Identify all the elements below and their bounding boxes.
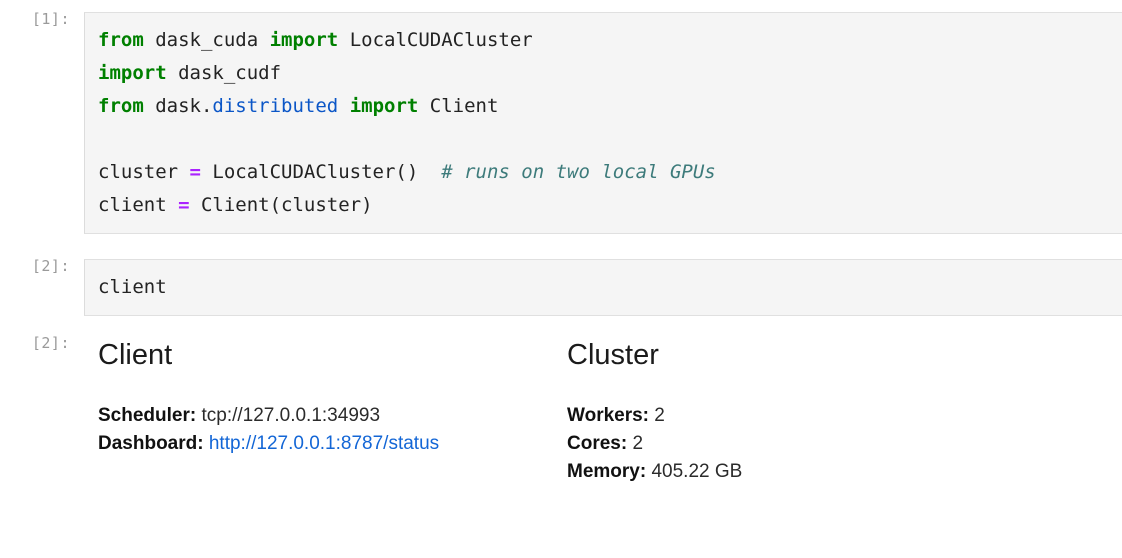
cluster-cores-value: 2 (632, 432, 644, 454)
client-row-scheduler: Scheduler: tcp://127.0.0.1:34993 (98, 402, 562, 430)
input-prompt-2: [2]: (31, 257, 70, 275)
cluster-row-memory: Memory: 405.22 GB (567, 458, 1122, 486)
variable-client: client (98, 194, 179, 216)
client-scheduler-label: Scheduler: (98, 404, 197, 426)
cluster-column: Cluster Workers: 2 Cores: 2 Memory: 405.… (562, 339, 1122, 486)
cell-spacer-1 (0, 234, 1122, 259)
cluster-memory-value: 405.22 GB (651, 460, 743, 482)
output-cell: [2]: Client Scheduler: tcp://127.0.0.1:3… (0, 336, 1122, 486)
keyword-import-2: import (98, 62, 167, 84)
code-comment: # runs on two local GPUs (441, 161, 716, 183)
client-heading: Client (98, 339, 173, 371)
cluster-heading: Cluster (567, 339, 659, 371)
top-spacer (0, 0, 1122, 12)
cluster-row-workers: Workers: 2 (567, 402, 1122, 430)
cluster-workers-value: 2 (654, 404, 665, 426)
call-localcudacluster: LocalCUDACluster() (200, 161, 442, 183)
source-code-1[interactable]: from dask_cuda import LocalCUDACluster i… (98, 24, 1122, 222)
code-cell-1[interactable]: [1]: from dask_cuda import LocalCUDAClus… (0, 12, 1122, 234)
module-name-dask-cuda: dask_cuda (143, 29, 270, 51)
identifier-client: Client (418, 95, 499, 117)
cluster-cores-label: Cores: (567, 432, 628, 454)
module-name-dask: dask. (143, 95, 213, 117)
client-detail-list: Scheduler: tcp://127.0.0.1:34993 Dashboa… (98, 402, 562, 458)
operator-assign-2: = (178, 194, 190, 216)
module-name-dask-cudf: dask_cudf (166, 62, 282, 84)
keyword-import-3: import (338, 95, 419, 117)
cluster-workers-label: Workers: (567, 404, 650, 426)
client-dashboard-label: Dashboard: (98, 432, 204, 454)
cluster-memory-label: Memory: (567, 460, 647, 482)
output-spacer (0, 316, 1122, 336)
output-area: Client Scheduler: tcp://127.0.0.1:34993 … (84, 336, 1122, 486)
code-editor-2[interactable]: client (84, 259, 1122, 316)
input-prompt-1: [1]: (31, 10, 70, 28)
keyword-from-2: from (98, 95, 144, 117)
module-name-distributed: distributed (212, 95, 339, 117)
identifier-localcudacluster: LocalCUDACluster (338, 29, 533, 51)
keyword-import-1: import (269, 29, 339, 51)
cluster-row-cores: Cores: 2 (567, 430, 1122, 458)
operator-assign-1: = (189, 161, 201, 183)
keyword-from-1: from (98, 29, 144, 51)
client-row-dashboard: Dashboard: http://127.0.0.1:8787/status (98, 430, 562, 458)
source-code-2[interactable]: client (98, 271, 1122, 304)
cluster-detail-list: Workers: 2 Cores: 2 Memory: 405.22 GB (567, 402, 1122, 486)
client-column: Client Scheduler: tcp://127.0.0.1:34993 … (84, 339, 562, 458)
variable-client-expr: client (98, 276, 167, 298)
dask-client-repr: Client Scheduler: tcp://127.0.0.1:34993 … (84, 339, 1122, 486)
client-scheduler-value: tcp://127.0.0.1:34993 (201, 404, 381, 426)
code-editor-1[interactable]: from dask_cuda import LocalCUDACluster i… (84, 12, 1122, 234)
dashboard-link[interactable]: http://127.0.0.1:8787/status (208, 432, 440, 454)
call-client: Client(cluster) (189, 194, 373, 216)
variable-cluster: cluster (98, 161, 190, 183)
output-prompt: [2]: (31, 334, 70, 352)
code-cell-2[interactable]: [2]: client (0, 259, 1122, 316)
